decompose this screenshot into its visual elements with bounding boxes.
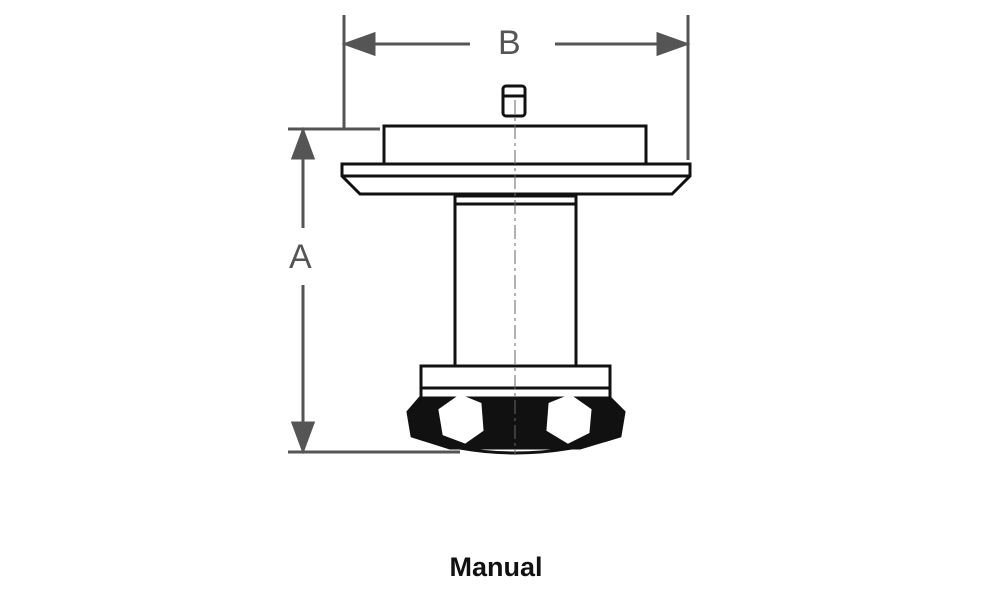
arrow-down-icon xyxy=(290,421,316,455)
dimension-b-label: B xyxy=(498,24,521,62)
caption: Manual xyxy=(449,552,543,582)
dimension-a xyxy=(288,126,460,455)
arrow-left-icon xyxy=(341,31,376,57)
fitting-body xyxy=(340,84,692,455)
dimension-b xyxy=(341,15,691,160)
dimension-a-label: A xyxy=(289,238,312,276)
arrow-up-icon xyxy=(290,126,316,160)
arrow-right-icon xyxy=(656,31,691,57)
